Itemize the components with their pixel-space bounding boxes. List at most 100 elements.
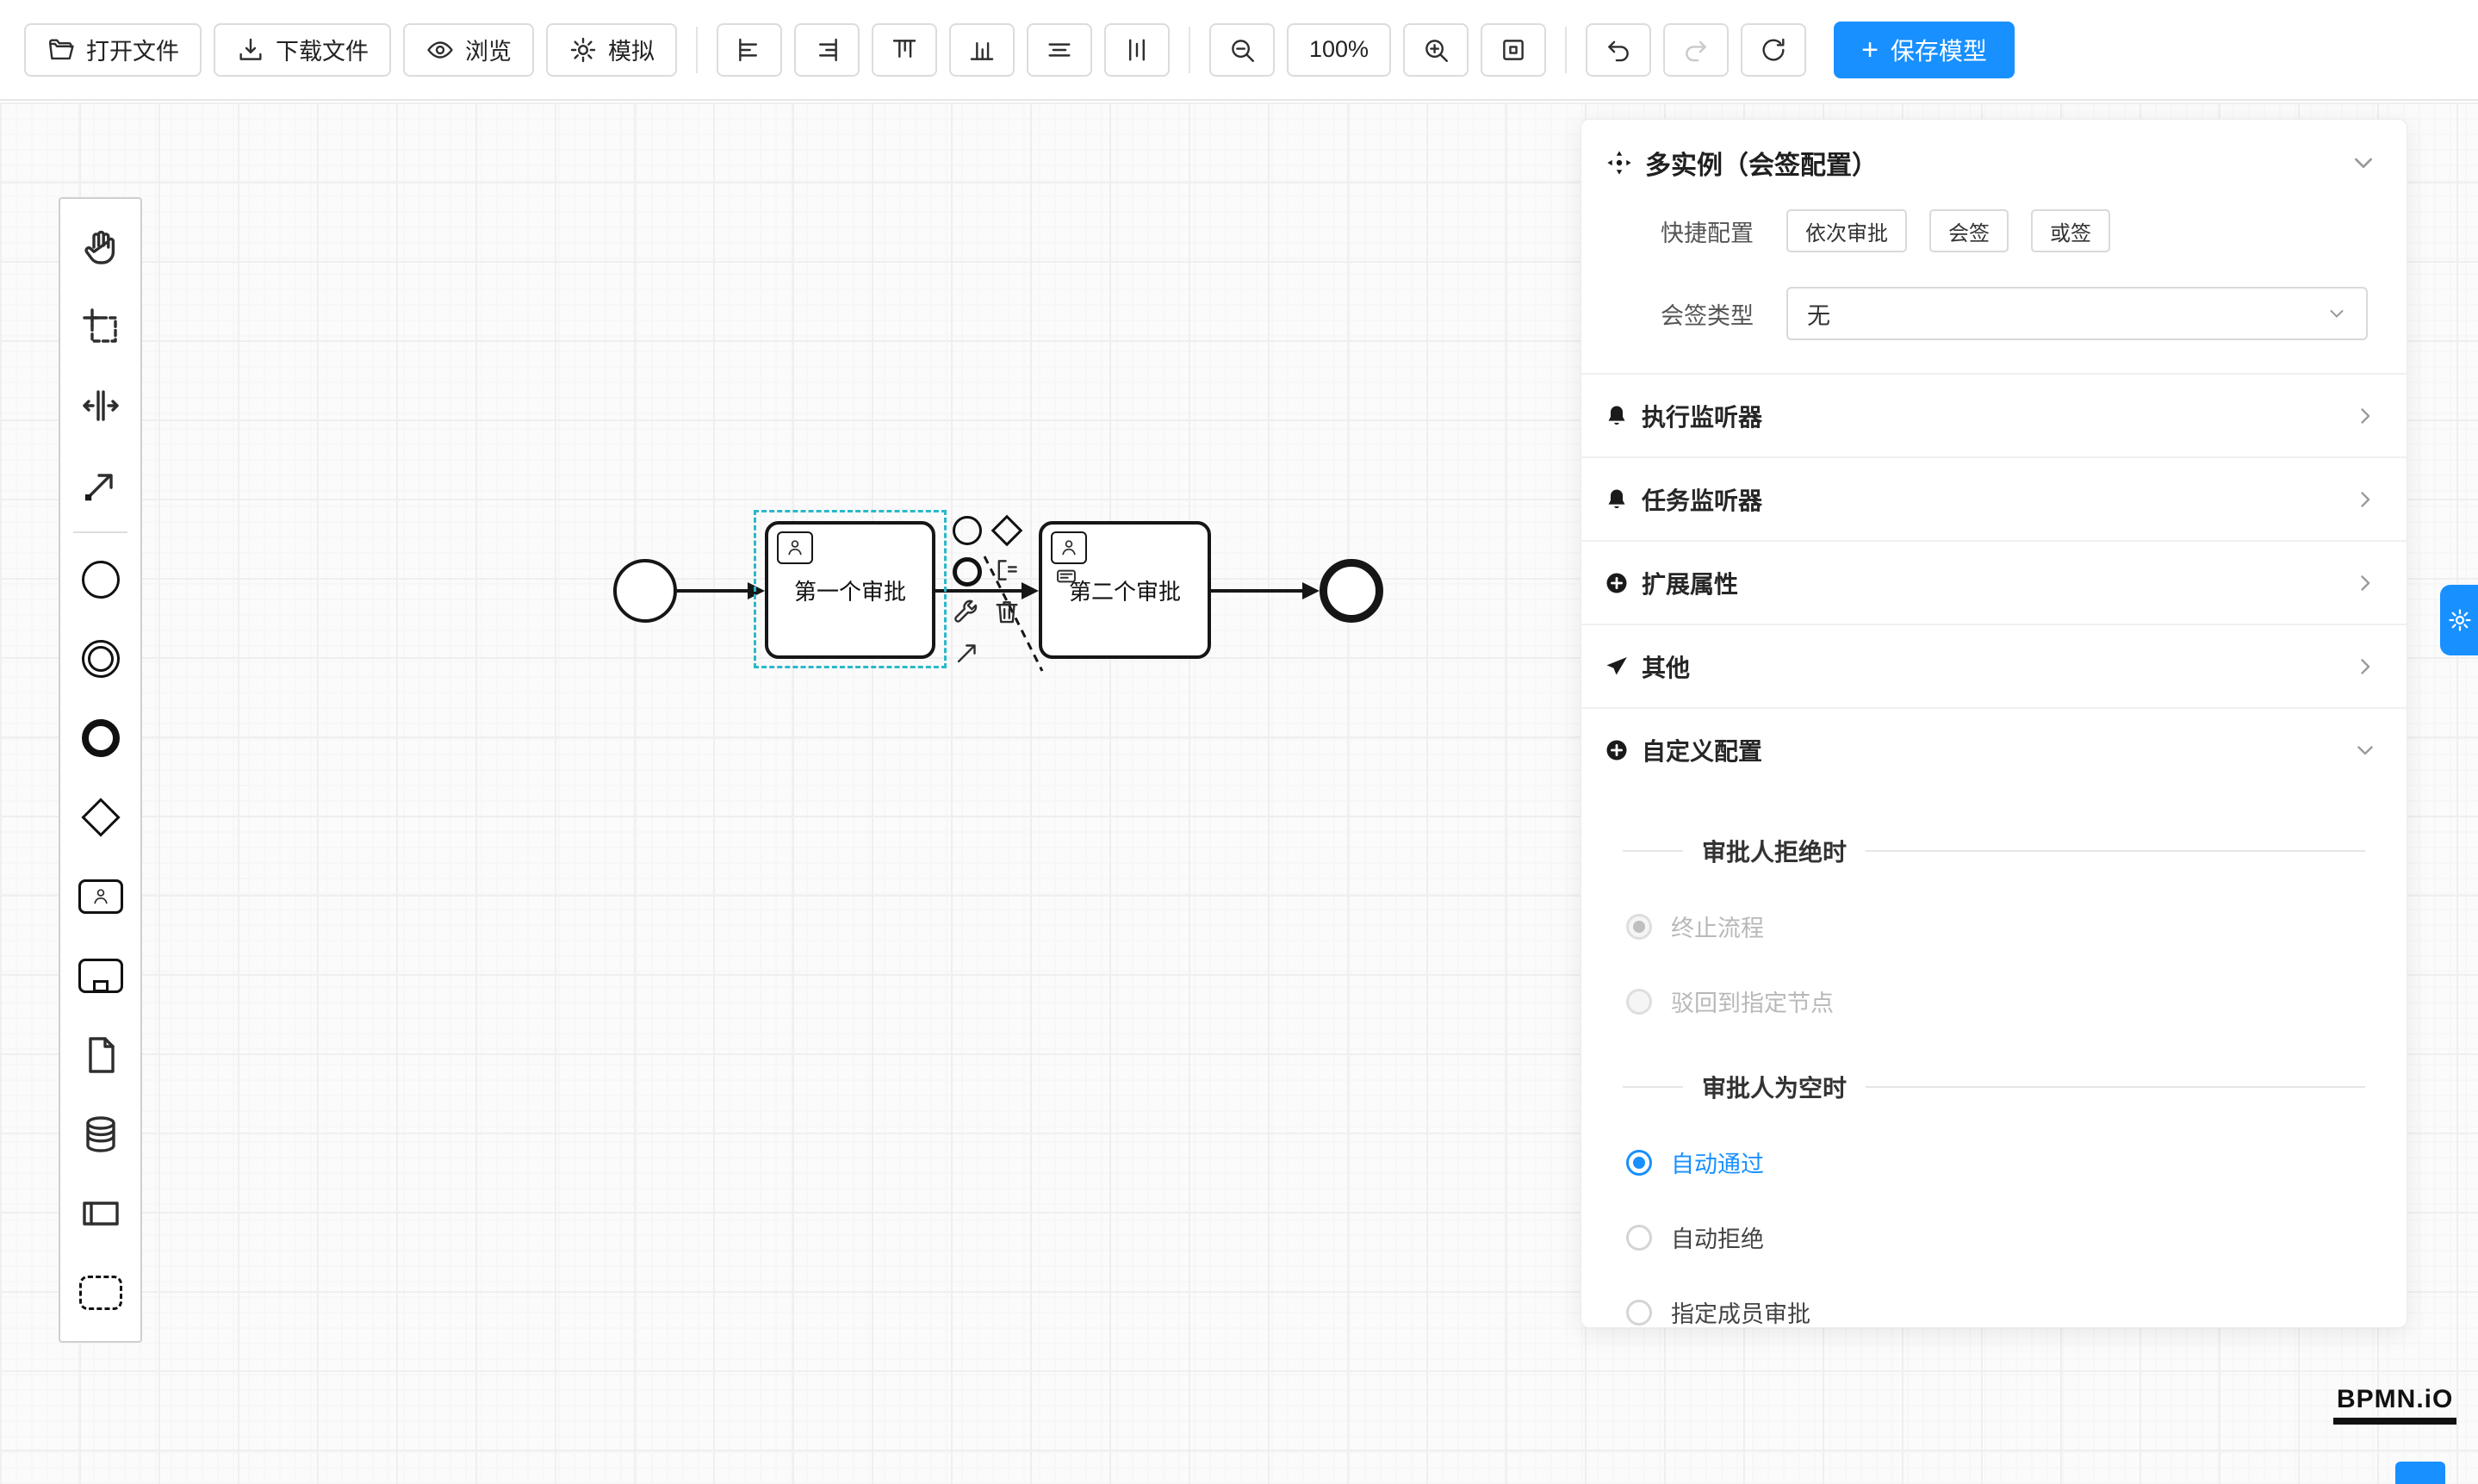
append-text-annotation-button[interactable] [992, 556, 1022, 585]
row-label: 扩展属性 [1642, 570, 1739, 598]
align-left-button[interactable] [717, 22, 782, 77]
reset-icon [1762, 38, 1785, 60]
selection-outline [754, 510, 947, 668]
save-model-button[interactable]: + 保存模型 [1834, 21, 2015, 78]
arrowhead [1302, 582, 1320, 599]
extended-properties-row[interactable]: 扩展属性 [1581, 542, 2407, 624]
align-left-icon [739, 38, 757, 61]
text-annotation-icon [997, 560, 1017, 581]
sign-type-select[interactable]: 无 [1786, 287, 2368, 340]
sequence-flow-1[interactable] [677, 589, 748, 593]
redo-button[interactable] [1663, 22, 1730, 77]
quick-config-options: 依次审批 会签 或签 [1786, 209, 2110, 252]
plus-circle-icon [1606, 573, 1627, 593]
toolbar-divider [1189, 26, 1190, 73]
execution-listener-row[interactable]: 执行监听器 [1581, 375, 2407, 456]
sequential-approve-button[interactable]: 依次审批 [1786, 209, 1907, 252]
create-subprocess[interactable] [60, 936, 140, 1015]
bpmnio-watermark[interactable]: BPMN.iO [2333, 1385, 2457, 1425]
connect-preview-line [983, 556, 1044, 672]
align-bottom-button[interactable] [949, 22, 1015, 77]
align-right-button[interactable] [794, 22, 860, 77]
redo-icon [1686, 40, 1706, 61]
create-start-event[interactable] [60, 540, 140, 619]
preview-button[interactable]: 浏览 [403, 22, 534, 77]
multi-instance-header[interactable]: 多实例（会签配置） [1581, 120, 2407, 206]
undo-icon [1608, 40, 1629, 61]
open-file-label: 打开文件 [86, 39, 179, 65]
create-user-task[interactable] [60, 857, 140, 936]
data-store-icon [85, 1116, 115, 1152]
custom-config-row[interactable]: 自定义配置 [1581, 709, 2407, 791]
other-row[interactable]: 其他 [1581, 625, 2407, 707]
bell-icon [1608, 406, 1625, 425]
auto-pass-option[interactable]: 自动通过 [1623, 1146, 2365, 1179]
fit-viewport-button[interactable] [1481, 22, 1547, 77]
start-event-shape[interactable] [613, 559, 677, 623]
connect-button[interactable] [953, 638, 982, 667]
lasso-tool[interactable] [60, 287, 140, 366]
or-sign-button[interactable]: 或签 [2031, 209, 2110, 252]
panel-title: 多实例（会签配置） [1645, 152, 1878, 180]
open-file-button[interactable]: 打开文件 [24, 22, 202, 77]
download-file-button[interactable]: 下载文件 [214, 22, 391, 77]
sequence-flow-3[interactable] [1211, 589, 1302, 593]
end-event-shape[interactable] [1320, 559, 1383, 623]
create-data-object[interactable] [60, 1015, 140, 1095]
space-tool[interactable] [60, 366, 140, 445]
create-participant[interactable] [60, 1174, 140, 1253]
chevron-down-icon [2330, 310, 2344, 318]
custom-config-section: 审批人拒绝时 终止流程 驳回到指定节点 审批人为空时 自动通过 自动拒绝 指定成… [1581, 791, 2407, 1327]
user-icon [1051, 531, 1087, 564]
global-connect-tool[interactable] [60, 445, 140, 525]
user-task-shape-1[interactable]: 第一个审批 [765, 521, 935, 659]
row-label: 执行监听器 [1642, 403, 1763, 431]
simulate-button[interactable]: 模拟 [546, 22, 677, 77]
align-center-vertical-button[interactable] [1104, 22, 1170, 77]
task-listener-row[interactable]: 任务监听器 [1581, 458, 2407, 540]
create-end-event[interactable] [60, 699, 140, 778]
change-type-button[interactable] [951, 599, 980, 628]
append-gateway-button[interactable] [991, 514, 1023, 547]
plus-circle-icon [1606, 740, 1627, 760]
append-end-event-button[interactable] [953, 557, 982, 587]
align-right-icon [819, 38, 837, 61]
trash-icon [996, 601, 1018, 624]
append-intermediate-event-button[interactable] [953, 516, 982, 545]
create-intermediate-event[interactable] [60, 619, 140, 699]
assign-member-option[interactable]: 指定成员审批 [1623, 1295, 2365, 1327]
create-data-store[interactable] [60, 1095, 140, 1174]
countersign-button[interactable]: 会签 [1929, 209, 2009, 252]
element-palette [59, 197, 142, 1343]
lasso-icon [82, 308, 117, 343]
multi-instance-form: 快捷配置 依次审批 会签 或签 会签类型 无 [1581, 206, 2407, 373]
end-event-icon [81, 719, 120, 757]
align-top-button[interactable] [872, 22, 937, 77]
settings-tab-button[interactable] [2440, 585, 2478, 655]
create-gateway[interactable] [60, 778, 140, 857]
hand-tool[interactable] [60, 208, 140, 287]
align-center-horizontal-button[interactable] [1027, 22, 1092, 77]
end-event-icon [953, 557, 982, 587]
undo-button[interactable] [1586, 22, 1652, 77]
reset-button[interactable] [1741, 22, 1807, 77]
user-task-shape-2[interactable]: 第二个审批 [1039, 521, 1211, 659]
sign-type-value: 无 [1807, 302, 1830, 329]
hand-icon [84, 230, 115, 264]
zoom-level-display[interactable]: 100% [1287, 22, 1392, 77]
chevron-right-icon [2361, 407, 2370, 424]
row-label: 任务监听器 [1642, 487, 1763, 514]
zoom-in-button[interactable] [1403, 22, 1469, 77]
corner-button[interactable] [2395, 1462, 2445, 1484]
sequence-flow-2[interactable] [935, 589, 1022, 593]
group-icon [78, 1276, 122, 1310]
radio-icon [1626, 1299, 1652, 1326]
auto-reject-option[interactable]: 自动拒绝 [1623, 1220, 2365, 1254]
zoom-out-button[interactable] [1209, 22, 1275, 77]
arrowhead [1022, 582, 1039, 599]
download-file-label: 下载文件 [276, 39, 369, 65]
create-group[interactable] [60, 1253, 140, 1332]
multi-instance-icon [1607, 151, 1631, 175]
delete-button[interactable] [992, 597, 1022, 626]
chevron-right-icon [2361, 491, 2370, 507]
